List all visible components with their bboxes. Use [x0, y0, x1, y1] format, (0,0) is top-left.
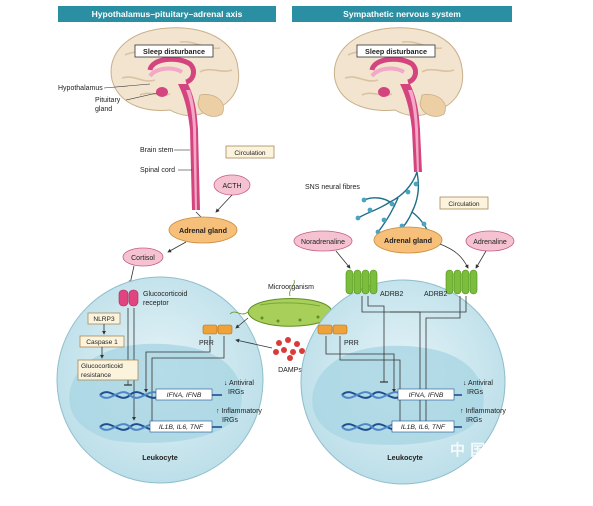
gc-resistance-box: Glucocorticoid resistance — [77, 359, 139, 381]
svg-text:Sleep disturbance: Sleep disturbance — [365, 47, 427, 56]
brain-stem-label: Brain stem — [140, 147, 174, 154]
left-adrenal-gland: Adrenal gland — [168, 216, 238, 244]
right-dna-lower: IL1B, IL6, TNF ↑ Inflammatory IRGs — [341, 408, 506, 433]
svg-text:IL1B, IL6, TNF: IL1B, IL6, TNF — [159, 424, 204, 431]
svg-text:NLRP3: NLRP3 — [93, 316, 115, 323]
left-gc-receptor: Glucocorticoid receptor — [118, 289, 187, 307]
nlrp3-box: NLRP3 — [87, 312, 121, 325]
svg-text:Glucocorticoid: Glucocorticoid — [81, 363, 123, 370]
svg-text:Noradrenaline: Noradrenaline — [301, 239, 345, 246]
noradrenaline-oval: Noradrenaline — [293, 230, 353, 252]
right-prr: PRR — [317, 324, 359, 347]
svg-text:↓ Antiviral: ↓ Antiviral — [224, 380, 254, 387]
svg-text:Adrenal gland: Adrenal gland — [384, 236, 432, 245]
damps: DAMPs — [273, 337, 305, 374]
left-dna-lower: IL1B, IL6, TNF ↑ Inflammatory IRGs — [99, 408, 262, 433]
svg-text:Glucocorticoid: Glucocorticoid — [143, 291, 187, 298]
damps-label: DAMPs — [278, 367, 302, 374]
right-leukocyte-label: Leukocyte — [387, 453, 423, 462]
svg-text:ADRB2: ADRB2 — [380, 291, 403, 298]
svg-text:Adrenal gland: Adrenal gland — [179, 226, 227, 235]
right-dna-upper: IFNA, IFNB ↓ Antiviral IRGs — [341, 380, 493, 401]
right-circulation-box: Circulation — [439, 196, 489, 210]
svg-text:PRR: PRR — [344, 340, 359, 347]
svg-text:IL1B, IL6, TNF: IL1B, IL6, TNF — [401, 424, 446, 431]
svg-text:IRGs: IRGs — [467, 389, 483, 396]
caspase-box: Caspase 1 — [79, 335, 125, 348]
svg-text:resistance: resistance — [81, 372, 111, 379]
adrb2-receptor-left: ADRB2 — [345, 269, 403, 298]
hypothalamus-label: Hypothalamus — [58, 85, 103, 92]
acth-oval: ACTH — [213, 174, 251, 196]
svg-text:Circulation: Circulation — [234, 150, 265, 157]
left-anatomy-labels: Hypothalamus Pituitary gland Brain stem … — [58, 83, 192, 174]
svg-text:IFNA, IFNB: IFNA, IFNB — [409, 392, 444, 399]
svg-text:ACTH: ACTH — [222, 183, 241, 190]
right-adrenal-gland: Adrenal gland — [373, 226, 443, 254]
svg-text:IRGs: IRGs — [228, 389, 244, 396]
left-leukocyte-label: Leukocyte — [142, 453, 178, 462]
left-panel-header: Hypothalamus–pituitary–adrenal axis — [58, 6, 276, 22]
adrenaline-oval: Adrenaline — [465, 230, 515, 252]
watermark: 中 国 — [450, 441, 485, 459]
right-panel-header: Sympathetic nervous system — [292, 6, 512, 22]
svg-text:receptor: receptor — [143, 300, 169, 307]
left-sleep-label: Sleep disturbance — [134, 44, 214, 58]
svg-text:Adrenaline: Adrenaline — [473, 239, 507, 246]
adrb2-receptor-right: ADRB2 — [424, 269, 478, 298]
svg-text:IRGs: IRGs — [466, 417, 482, 424]
svg-text:IRGs: IRGs — [222, 417, 238, 424]
svg-text:PRR: PRR — [199, 340, 214, 347]
pituitary-label-2: gland — [95, 106, 112, 113]
right-sleep-label: Sleep disturbance — [356, 44, 436, 58]
svg-text:IFNA, IFNB: IFNA, IFNB — [167, 392, 202, 399]
left-prr: PRR — [199, 324, 233, 347]
svg-text:Sleep disturbance: Sleep disturbance — [143, 47, 205, 56]
sns-fibres-label: SNS neural fibres — [305, 184, 360, 191]
left-circulation-box: Circulation — [225, 145, 275, 159]
svg-text:Circulation: Circulation — [448, 201, 479, 208]
left-panel-title: Hypothalamus–pituitary–adrenal axis — [92, 9, 243, 19]
svg-text:↑ Inflammatory: ↑ Inflammatory — [216, 408, 262, 415]
spinal-cord-label: Spinal cord — [140, 167, 175, 174]
svg-text:↑ Inflammatory: ↑ Inflammatory — [460, 408, 506, 415]
svg-text:Caspase 1: Caspase 1 — [86, 339, 118, 346]
pituitary-label-1: Pituitary — [95, 97, 121, 104]
svg-text:↓ Antiviral: ↓ Antiviral — [463, 380, 493, 387]
microorganism-label: Microorganism — [268, 284, 314, 291]
right-panel-title: Sympathetic nervous system — [343, 9, 461, 19]
cortisol-oval: Cortisol — [122, 247, 164, 267]
svg-text:ADRB2: ADRB2 — [424, 291, 447, 298]
left-dna-upper: IFNA, IFNB ↓ Antiviral IRGs — [99, 380, 254, 401]
svg-text:Cortisol: Cortisol — [131, 255, 155, 262]
